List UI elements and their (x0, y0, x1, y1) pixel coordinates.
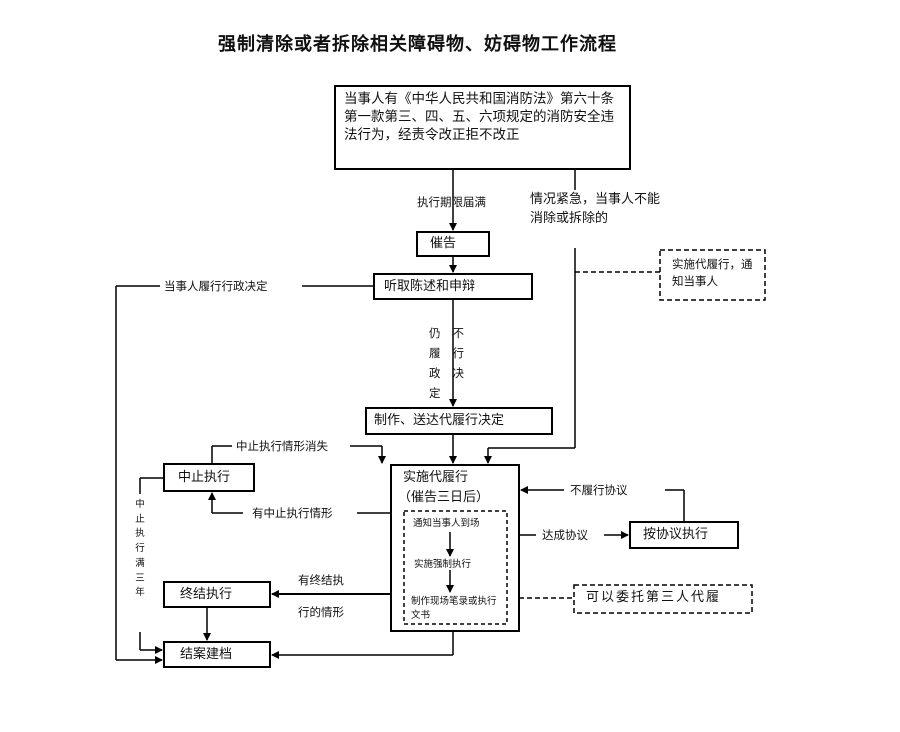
hearing-text: 听取陈述和申辩 (384, 279, 476, 294)
emergency-dashed-box (659, 249, 766, 301)
decision-text: 制作、送达代履行决定 (374, 413, 505, 428)
third-party-text: 可以委托第三人代履 (586, 590, 722, 605)
record-text: 制作现场笔录或执行文书 (411, 596, 497, 621)
has-terminate-label-2: 行的情形 (298, 605, 344, 619)
terminate-text: 终结执行 (180, 587, 233, 602)
still-not-label: 仍不履行政决定 (429, 326, 476, 401)
decision-box (365, 407, 553, 435)
has-suspend-label: 有中止执行情形 (252, 506, 333, 520)
emergency-box-text: 实施代履行，通知当事人 (672, 257, 753, 289)
reach-agreement-label: 达成协议 (542, 528, 588, 542)
page-title: 强制清除或者拆除相关障碍物、妨碍物工作流程 (218, 34, 617, 55)
implement-sub-text: （催告三日后） (398, 490, 490, 505)
deadline-label: 执行期限届满 (417, 195, 486, 209)
implement-inner-box (403, 510, 508, 625)
enforce-text: 实施强制执行 (414, 559, 472, 570)
terminate-box (163, 581, 271, 608)
implement-box (390, 464, 520, 632)
complied-label: 当事人履行行政决定 (164, 279, 268, 293)
not-perform-label: 不履行协议 (570, 483, 628, 497)
suspend-text: 中止执行 (178, 470, 231, 485)
notify-party-text: 通知当事人到场 (413, 518, 480, 529)
start-text: 当事人有《中华人民共和国消防法》第六十条第一款第三、四、五、六项规定的消防安全违… (344, 91, 614, 144)
implement-title-text: 实施代履行 (403, 470, 469, 485)
emergency-label: 情况紧急，当事人不能消除或拆除的 (530, 192, 661, 226)
archive-box (163, 641, 271, 668)
agreement-text: 按协议执行 (643, 527, 709, 542)
urge-text: 催告 (430, 236, 457, 251)
suspend-gone-label: 中止执行情形消失 (236, 439, 328, 453)
has-terminate-label-1: 有终结执 (298, 573, 344, 587)
suspend-3yr-label: 中止执行满三年 (135, 499, 145, 599)
third-party-dashed-box (573, 584, 753, 614)
start-box (334, 85, 631, 170)
archive-text: 结案建档 (180, 647, 233, 662)
